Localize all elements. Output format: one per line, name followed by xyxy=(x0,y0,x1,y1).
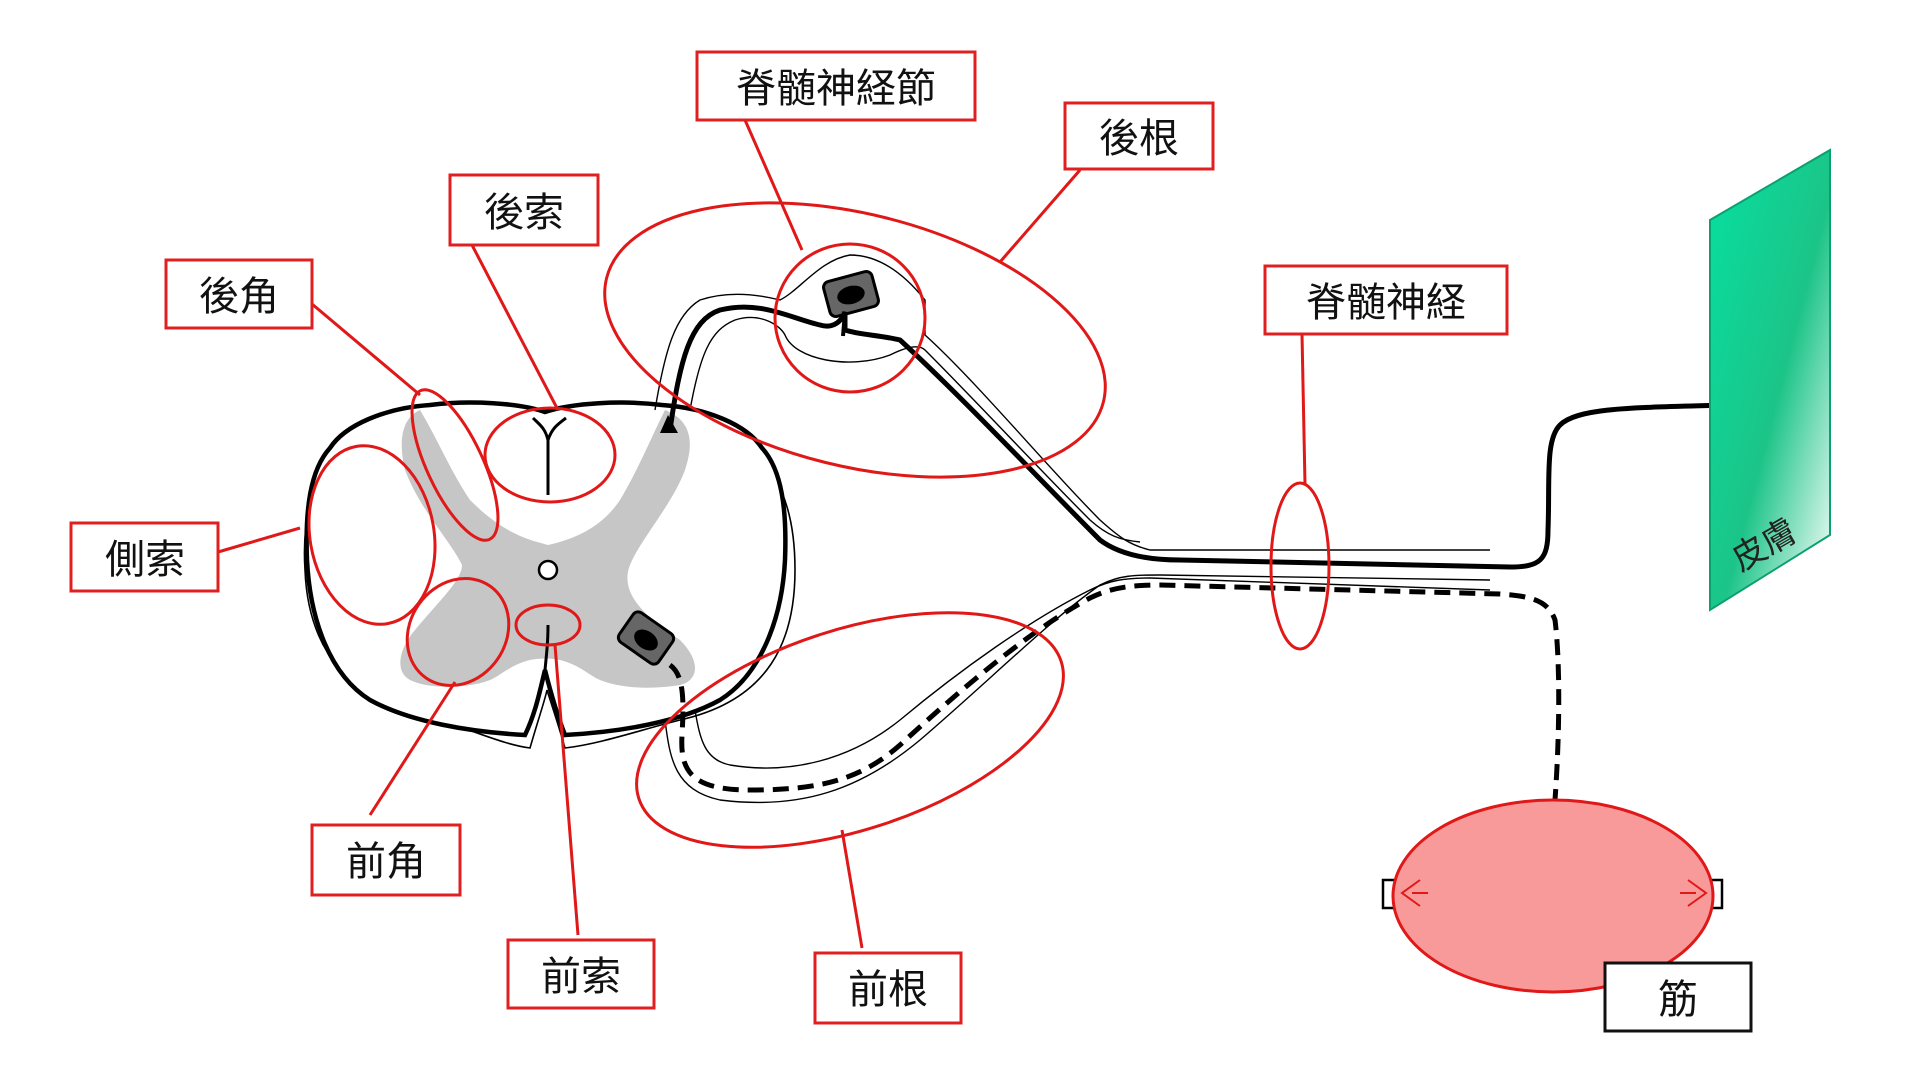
label-ventral-funiculus-text: 前索 xyxy=(541,954,621,1000)
skin: 皮膚 xyxy=(1709,148,1831,612)
ganglion-cell-body xyxy=(822,269,880,319)
dorsal-root-tube xyxy=(654,254,1490,551)
outline-spinal-ganglion xyxy=(773,242,927,394)
label-spinal-nerve: 脊髄神経 xyxy=(1263,264,1509,336)
outline-ventral-root xyxy=(635,611,1065,849)
label-dorsal-horn: 後角 xyxy=(164,258,314,330)
label-lateral-funiculus: 側索 xyxy=(69,521,220,593)
highlight-outlines xyxy=(307,201,1331,849)
spinal-cord-section xyxy=(303,400,796,749)
outline-ventral-funiculus xyxy=(514,603,582,647)
ventral-root-tube-outer xyxy=(664,574,1491,804)
dorsal-median-septum xyxy=(531,416,567,495)
motor-neuron-body xyxy=(616,610,676,666)
outline-spinal-nerve xyxy=(1269,481,1331,651)
outline-dorsal-horn xyxy=(410,388,500,542)
gray-matter xyxy=(400,410,695,688)
motor-axon xyxy=(668,582,1562,881)
label-dorsal-root-text: 後根 xyxy=(1099,116,1179,162)
outline-dorsal-root xyxy=(603,201,1107,479)
label-spinal-ganglion-text: 脊髄神経節 xyxy=(736,66,936,112)
outline-ventral-horn xyxy=(405,576,511,688)
label-dorsal-funiculus: 後索 xyxy=(448,173,600,247)
label-spinal-nerve-text: 脊髄神経 xyxy=(1306,280,1466,326)
outline-dorsal-funiculus xyxy=(483,406,617,504)
label-ventral-root-text: 前根 xyxy=(848,967,928,1013)
dorsal-root-nerve xyxy=(654,254,1761,570)
label-muscle: 筋 xyxy=(1603,961,1753,1033)
label-dorsal-horn-text: 後角 xyxy=(199,274,279,320)
label-boxes: 脊髄神経節 後根 後索 後角 脊髄神経 側索 前角 前索 xyxy=(69,50,1753,1033)
sensory-axon xyxy=(667,304,1761,570)
label-lateral-funiculus-text: 側索 xyxy=(105,537,185,583)
sensory-arrowhead xyxy=(660,415,678,433)
label-ventral-funiculus: 前索 xyxy=(506,938,656,1010)
outline-lateral-funiculus xyxy=(307,444,437,626)
central-canal xyxy=(537,559,559,581)
muscle xyxy=(1381,798,1724,994)
label-ventral-horn: 前角 xyxy=(310,823,462,897)
label-ventral-root: 前根 xyxy=(813,951,963,1025)
label-muscle-text: 筋 xyxy=(1658,977,1698,1023)
leader-lines xyxy=(217,119,1307,949)
label-spinal-ganglion: 脊髄神経節 xyxy=(695,50,977,122)
label-dorsal-root: 後根 xyxy=(1063,101,1215,171)
label-dorsal-funiculus-text: 後索 xyxy=(484,190,564,236)
label-ventral-horn-text: 前角 xyxy=(346,839,426,885)
ventral-root-tube-inner xyxy=(694,577,1491,769)
skin-panel xyxy=(1709,148,1831,612)
muscle-belly xyxy=(1391,798,1715,994)
